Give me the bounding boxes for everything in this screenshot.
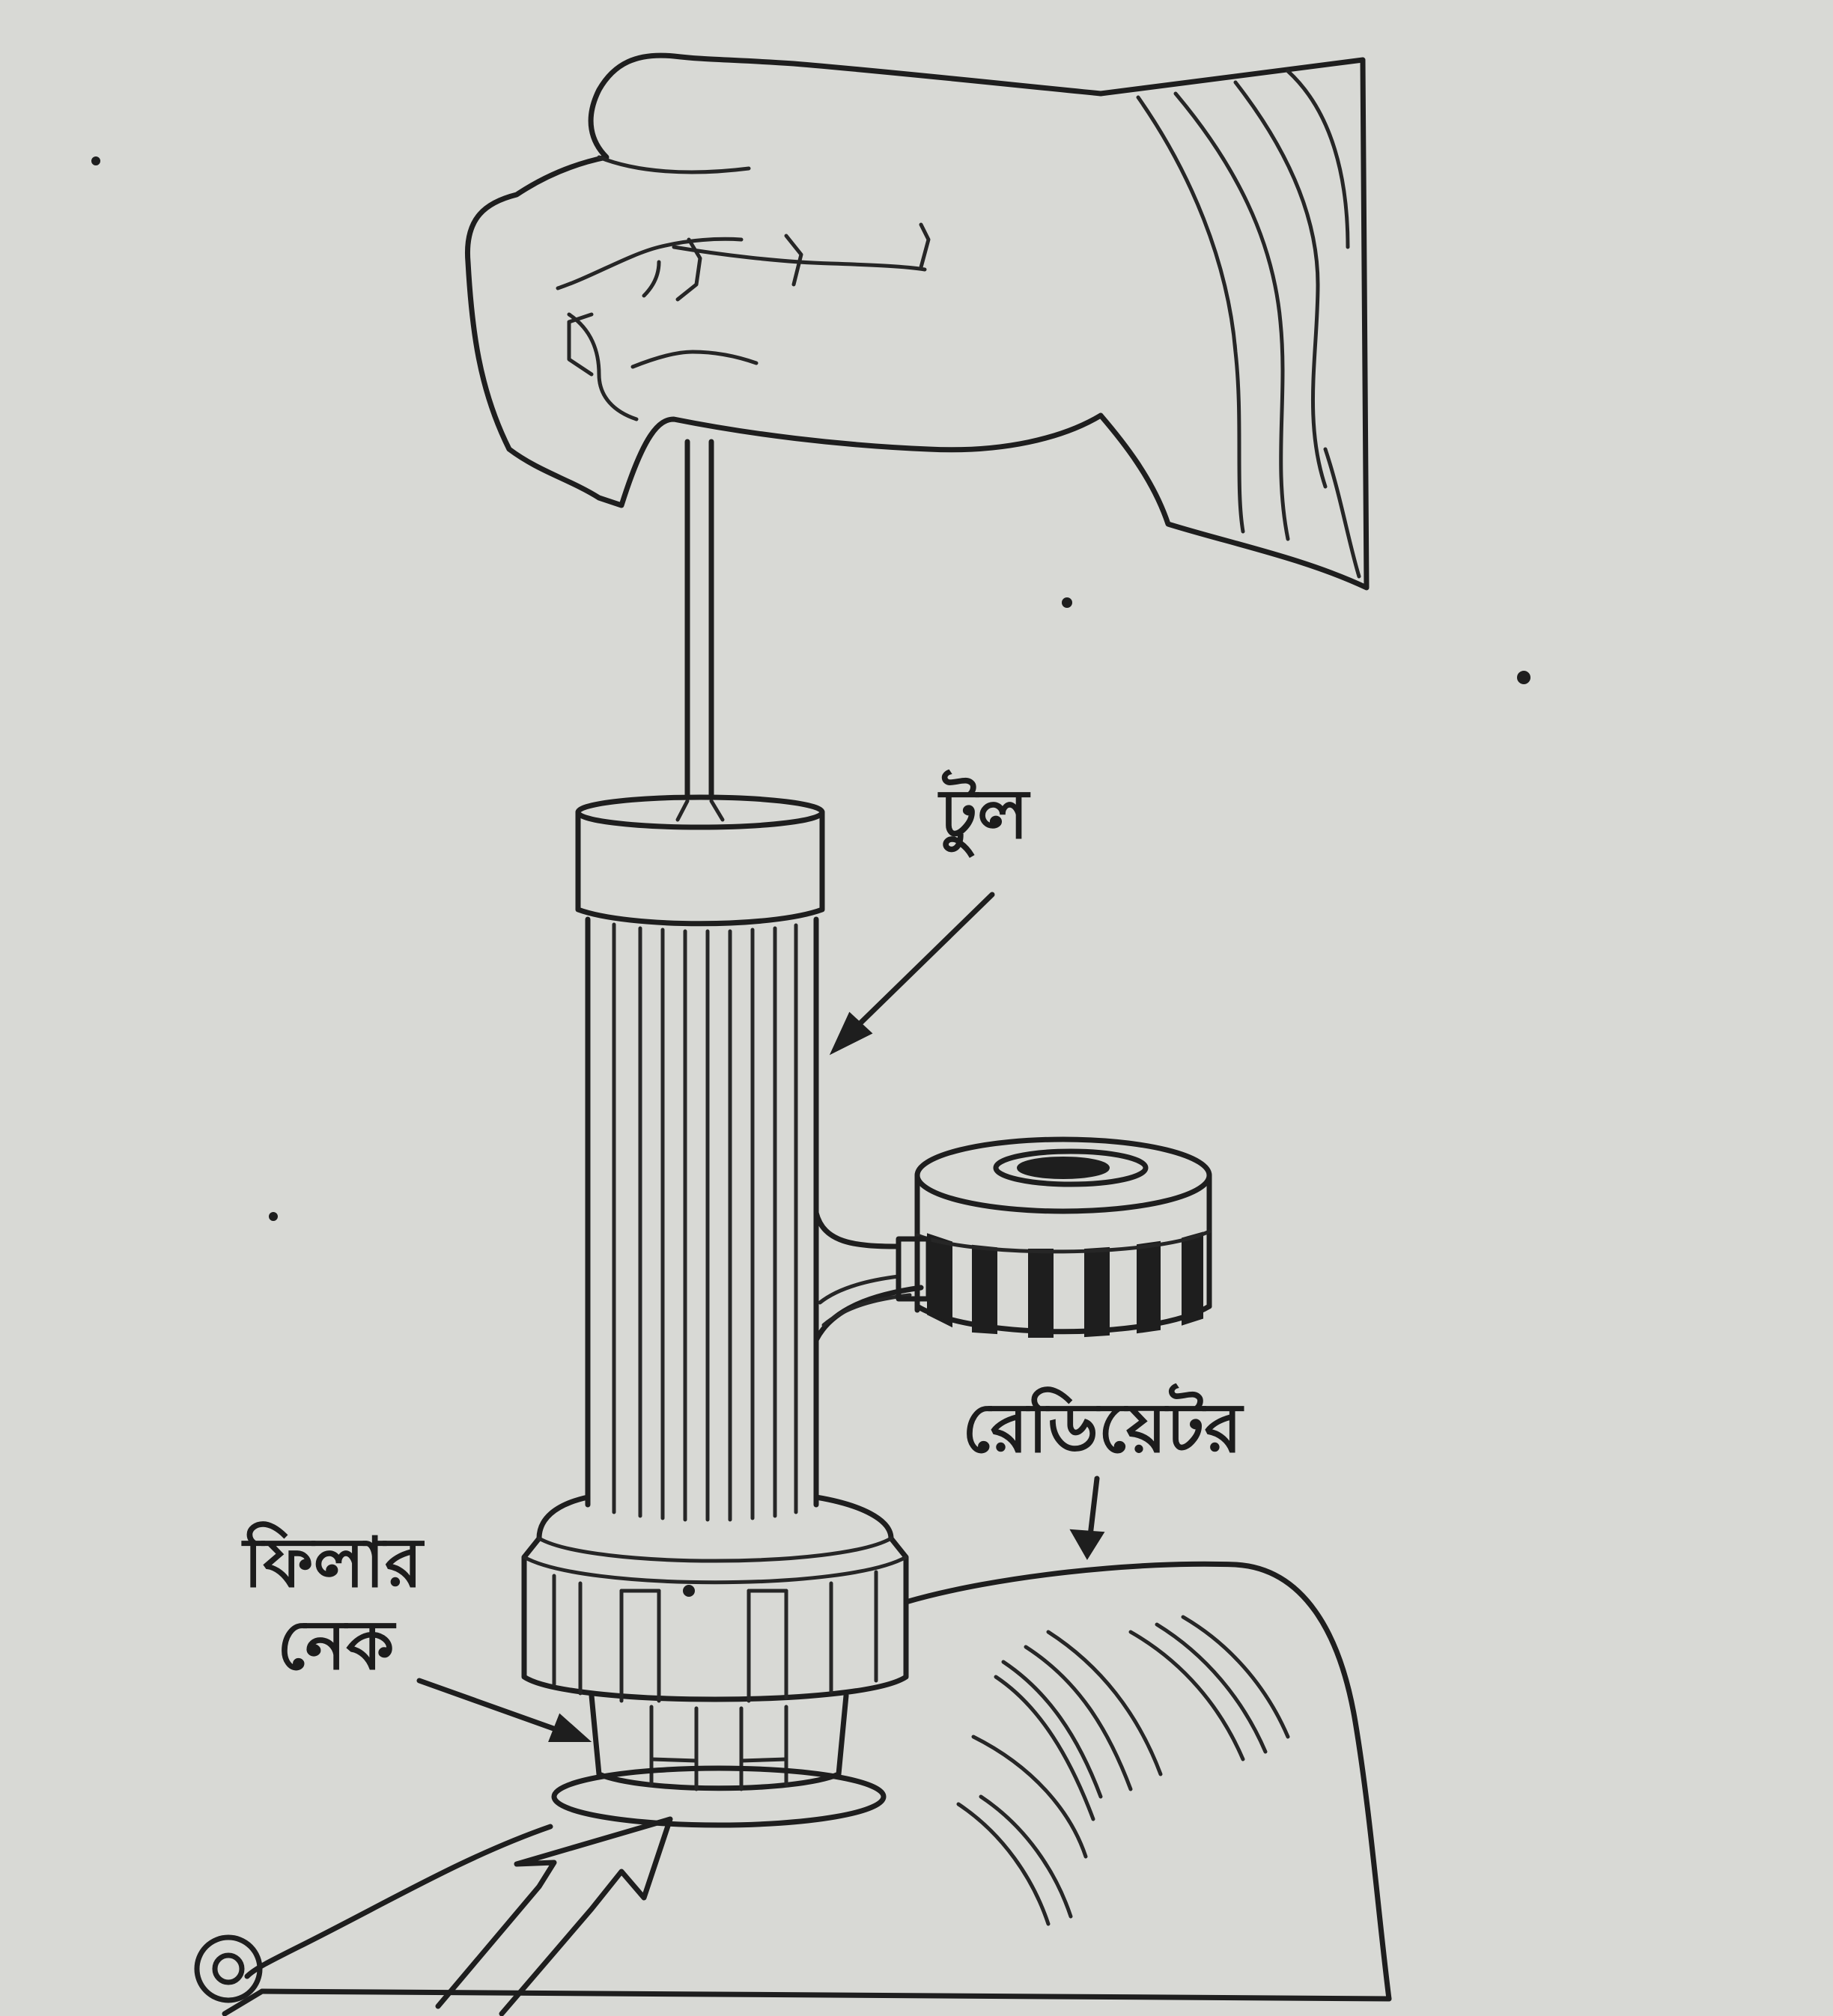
paper-specks (91, 156, 1530, 1597)
finger-tip-3 (784, 234, 803, 287)
sleeve-fold-5 (1323, 447, 1361, 579)
radiator-hose-top (244, 1824, 553, 1979)
filler-neck-callout-arrow (416, 1678, 580, 1740)
callout-arrows (416, 892, 1105, 1742)
sleeve-fold-1 (1136, 95, 1245, 534)
tool-top-cap-rim (575, 794, 825, 830)
tool-top-cap (575, 809, 825, 927)
radiator-shade-1 (1001, 1660, 1103, 1799)
tool-ribs (612, 922, 798, 1522)
thumb-line (630, 350, 759, 369)
airflow-arrow (435, 1816, 673, 2016)
finger-tip-4 (919, 222, 931, 269)
finger-tip-2 (675, 237, 702, 302)
tool-base-nut (521, 1494, 909, 1702)
sleeve-fold-4 (1286, 69, 1350, 249)
tool-callout-arrow (836, 892, 995, 1047)
radiator-label: রেডিয়েটর (962, 1388, 1242, 1468)
radiator-shade-2 (971, 1735, 1088, 1859)
radiator-hose-bottom (222, 1988, 265, 2016)
hand-drawing (464, 52, 1370, 591)
sleeve-fold-3 (1233, 80, 1328, 489)
hose-end-inner (212, 1952, 245, 1985)
finger-line-2 (556, 237, 744, 290)
radiator-shade-5 (956, 1802, 1051, 1926)
sleeve-outline (1098, 57, 1370, 591)
radiator (194, 1561, 1392, 2016)
finger-tip-1 (567, 312, 594, 377)
filler-neck-seat (551, 1765, 887, 1828)
plunger-rod (684, 439, 714, 814)
tool-cylinder (585, 916, 819, 1508)
pressure-gauge (813, 1136, 1212, 1343)
tool-nut-flutes (552, 1570, 878, 1703)
fist-outline (464, 52, 1104, 508)
finger-line-4 (567, 312, 639, 421)
radiator-shade-4 (1128, 1630, 1245, 1761)
radiator-outline (903, 1561, 1392, 2002)
filler-neck-label-line1: ফিলার (243, 1523, 423, 1603)
radiator-base-line (259, 1988, 1392, 2002)
radiator-shade-3 (994, 1675, 1095, 1821)
finger-line-3 (672, 245, 927, 272)
gauge-band-stripe-1 (927, 1233, 952, 1328)
tool-label: টুল (940, 774, 1029, 854)
pump-tool (521, 794, 909, 1791)
hose-end-outer (194, 1934, 263, 2003)
tool-lower-fitting (589, 1693, 849, 1791)
sleeve-fold-2 (1173, 91, 1290, 541)
finger-crease (642, 260, 661, 298)
finger-line-1 (597, 155, 751, 174)
filler-neck-label-line2: নেক (277, 1605, 395, 1685)
